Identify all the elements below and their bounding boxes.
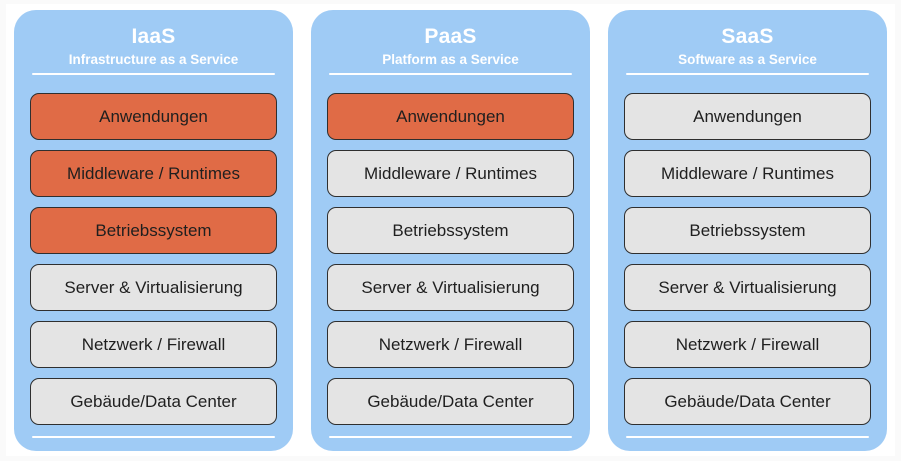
layer-middleware-runtimes-paas: Middleware / Runtimes: [327, 150, 574, 197]
panel-header-paas: PaaS Platform as a Service: [327, 24, 574, 80]
layer-stack-saas: Anwendungen Middleware / Runtimes Betrie…: [624, 93, 871, 425]
header-divider-iaas: [32, 73, 275, 75]
panel-header-saas: SaaS Software as a Service: [624, 24, 871, 80]
panel-title-iaas: IaaS: [131, 25, 176, 48]
footer-divider-paas: [329, 436, 572, 438]
layer-gebaeude-data-center-iaas: Gebäude/Data Center: [30, 378, 277, 425]
panel-title-saas: SaaS: [721, 25, 774, 48]
panel-saas: SaaS Software as a Service Anwendungen M…: [608, 10, 887, 451]
panel-iaas: IaaS Infrastructure as a Service Anwendu…: [14, 10, 293, 451]
layer-middleware-runtimes-iaas: Middleware / Runtimes: [30, 150, 277, 197]
layer-netzwerk-firewall-saas: Netzwerk / Firewall: [624, 321, 871, 368]
panel-subtitle-iaas: Infrastructure as a Service: [68, 52, 239, 67]
layer-stack-iaas: Anwendungen Middleware / Runtimes Betrie…: [30, 93, 277, 425]
header-divider-paas: [329, 73, 572, 75]
layer-betriebssystem-iaas: Betriebssystem: [30, 207, 277, 254]
header-divider-saas: [626, 73, 869, 75]
panel-header-iaas: IaaS Infrastructure as a Service: [30, 24, 277, 80]
layer-server-virtualisierung-paas: Server & Virtualisierung: [327, 264, 574, 311]
footer-divider-iaas: [32, 436, 275, 438]
panel-subtitle-paas: Platform as a Service: [382, 52, 519, 67]
footer-divider-saas: [626, 436, 869, 438]
layer-anwendungen-saas: Anwendungen: [624, 93, 871, 140]
panel-spacer-iaas: [30, 438, 277, 441]
layer-anwendungen-paas: Anwendungen: [327, 93, 574, 140]
panel-spacer-paas: [327, 438, 574, 441]
layer-netzwerk-firewall-paas: Netzwerk / Firewall: [327, 321, 574, 368]
layer-gebaeude-data-center-paas: Gebäude/Data Center: [327, 378, 574, 425]
layer-middleware-runtimes-saas: Middleware / Runtimes: [624, 150, 871, 197]
layer-betriebssystem-saas: Betriebssystem: [624, 207, 871, 254]
layer-stack-paas: Anwendungen Middleware / Runtimes Betrie…: [327, 93, 574, 425]
layer-betriebssystem-paas: Betriebssystem: [327, 207, 574, 254]
panel-spacer-saas: [624, 438, 871, 441]
panel-title-paas: PaaS: [424, 25, 477, 48]
panel-subtitle-saas: Software as a Service: [678, 52, 817, 67]
layer-gebaeude-data-center-saas: Gebäude/Data Center: [624, 378, 871, 425]
layer-anwendungen-iaas: Anwendungen: [30, 93, 277, 140]
layer-netzwerk-firewall-iaas: Netzwerk / Firewall: [30, 321, 277, 368]
layer-server-virtualisierung-iaas: Server & Virtualisierung: [30, 264, 277, 311]
panel-paas: PaaS Platform as a Service Anwendungen M…: [311, 10, 590, 451]
layer-server-virtualisierung-saas: Server & Virtualisierung: [624, 264, 871, 311]
